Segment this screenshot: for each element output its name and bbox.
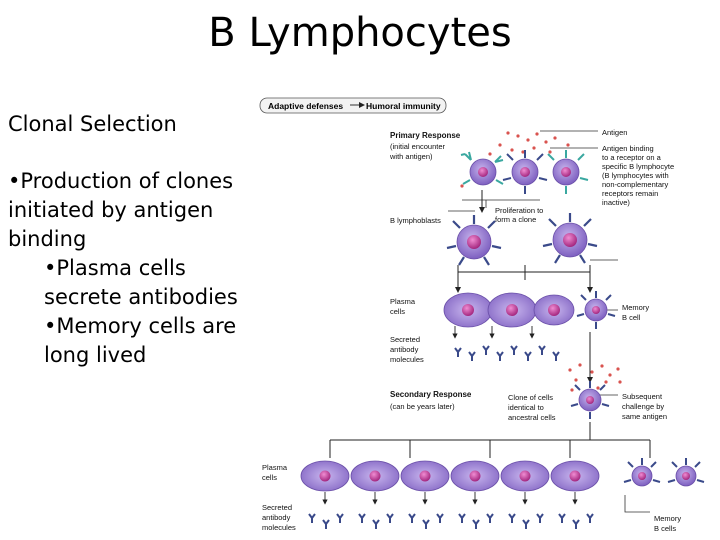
section-heading: Clonal Selection [8, 112, 177, 136]
slide-title: B Lymphocytes [208, 10, 512, 56]
label-clone-3: ancestral cells [508, 413, 556, 422]
plasma-cells-secondary [300, 460, 600, 492]
naive-b-cells [460, 150, 589, 194]
memory-b-cell [576, 291, 616, 329]
clonal-selection-diagram: Adaptive defenses Humoral immunity Prima… [259, 97, 705, 533]
label-binding-3: specific B lymphocyte [602, 162, 674, 171]
label-plasma2-2: cells [262, 473, 277, 482]
label-binding-6: receptors remain [602, 189, 658, 198]
header-adaptive: Adaptive defenses [268, 101, 343, 111]
bullet-plasma: •Plasma cells secrete antibodies [44, 256, 238, 309]
flow-arrows [329, 190, 651, 458]
antibodies-secondary [308, 513, 594, 529]
bullet-clones: •Production of clones initiated by antig… [8, 169, 234, 251]
label-memory-1: Memory [622, 303, 649, 312]
plasma-cells-primary [443, 292, 575, 328]
label-plasma-2: cells [390, 307, 405, 316]
label-binding-2: to a receptor on a [602, 153, 662, 162]
slide-body: Clonal Selection •Production of clones i… [8, 110, 258, 370]
label-primary-line2: (initial encounter [390, 142, 446, 151]
label-secondary-response: Secondary Response [390, 390, 472, 399]
bullet-memory: •Memory cells are long lived [44, 314, 237, 367]
label-plasma2-1: Plasma [262, 463, 288, 472]
label-plasma-1: Plasma [390, 297, 416, 306]
label-proliferation-1: Proliferation to [495, 206, 543, 215]
b-lymphoblasts [446, 213, 598, 266]
label-memory-cells-2: B cells [654, 524, 676, 533]
label-b-lymphoblasts: B lymphoblasts [390, 216, 441, 225]
header-humoral: Humoral immunity [366, 101, 441, 111]
label-clone-1: Clone of cells [508, 393, 553, 402]
label-antigen: Antigen [602, 128, 627, 137]
label-binding-7: inactive) [602, 198, 630, 207]
label-secreted-2: antibody [390, 345, 419, 354]
label-secondary-line2: (can be years later) [390, 402, 455, 411]
label-binding-4: (B lymphocytes with [602, 171, 669, 180]
label-proliferation-2: form a clone [495, 215, 536, 224]
label-secreted-1: Secreted [390, 335, 420, 344]
label-secreted2-3: molecules [262, 523, 296, 532]
label-secreted2-1: Secreted [262, 503, 292, 512]
label-secreted-3: molecules [390, 355, 424, 364]
label-binding-5: non-complementary [602, 180, 669, 189]
label-binding-1: Antigen binding [602, 144, 654, 153]
figure-header: Adaptive defenses Humoral immunity [259, 97, 447, 114]
antigen-particles [460, 131, 622, 392]
label-primary-line3: with antigen) [389, 152, 433, 161]
label-subsequent-2: challenge by [622, 402, 664, 411]
clone-cell [570, 381, 610, 419]
label-secreted2-2: antibody [262, 513, 291, 522]
label-subsequent-1: Subsequent [622, 392, 663, 401]
memory-b-cells-secondary [623, 458, 705, 487]
secretion-arrows [322, 326, 578, 505]
antibodies-primary [454, 345, 560, 361]
label-memory-2: B cell [622, 313, 641, 322]
label-clone-2: identical to [508, 403, 544, 412]
label-primary-response: Primary Response [390, 131, 461, 140]
label-subsequent-3: same antigen [622, 412, 667, 421]
label-memory-cells-1: Memory [654, 514, 681, 523]
